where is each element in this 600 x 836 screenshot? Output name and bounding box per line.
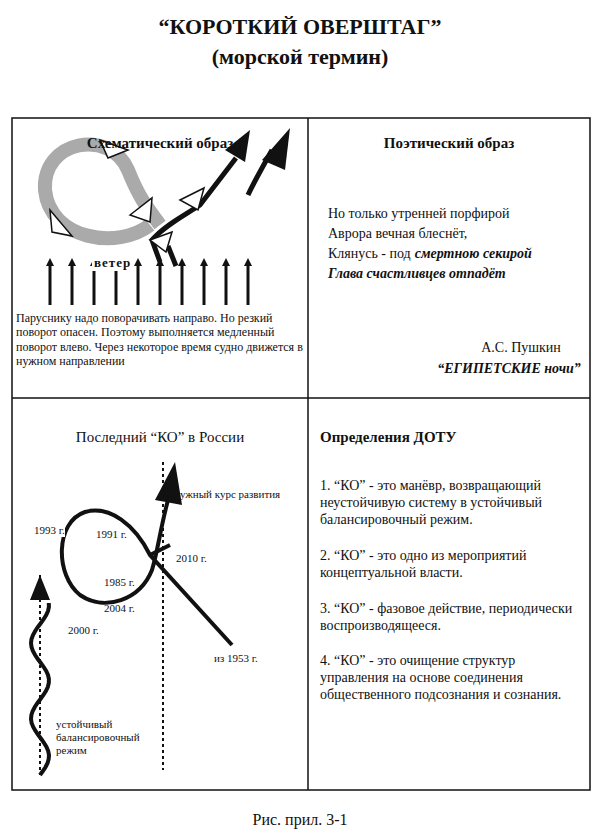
cell-heading: Определения ДОТУ (320, 428, 580, 446)
table-cell: Определения ДОТУ 1. “КО” - это манёвр, во… (308, 398, 590, 790)
cell-heading: Схематический образ (12, 134, 308, 152)
wind-arrow (71, 262, 74, 305)
poem-author: А.С. Пушкин (458, 340, 584, 357)
definition: 4. “КО” - это очищение структур управлен… (320, 653, 582, 703)
year-label: 2004 г. (104, 602, 135, 615)
course-label: нужный курс развития (174, 488, 280, 501)
year-label: 2010 г. (176, 552, 207, 565)
table-grid (12, 118, 590, 790)
year-label: из 1953 г. (214, 652, 258, 665)
poem-line: смертною секирой (415, 246, 532, 263)
cell-heading: Последний “КО” в России (12, 428, 308, 446)
table-cell: Поэтический образ Но только утренней порф… (308, 118, 590, 398)
wind-arrow (159, 262, 162, 305)
year-label: 1985 г. (104, 576, 135, 589)
cell-body: Паруснику надо поворачивать направо. Но … (16, 311, 306, 369)
poem-line: Глава счастливцев отпадёт (328, 266, 506, 283)
poem-line: Но только утренней порфирой (328, 206, 510, 223)
definition: 3. “КО” - фазовое действие, периодически… (320, 601, 582, 635)
wind-label: ветер (92, 255, 133, 271)
definition: 2. “КО” - это одно из мероприятий концеп… (320, 548, 582, 582)
year-label: 1991 г. (96, 528, 127, 541)
poem-source: “ЕГИПЕТСКИЕ ночи” (434, 361, 584, 378)
regime-label: устойчивый балансировочный режим (56, 718, 166, 758)
wind-arrow (181, 262, 184, 305)
definition: 1. “КО” - это манёвр, возвращающий неуст… (320, 478, 582, 528)
table-cell: Схематический образПаруснику надо повора… (12, 118, 308, 398)
year-label: 1993 г. (34, 524, 65, 537)
wind-arrow (203, 262, 206, 305)
wind-arrow (49, 262, 52, 305)
wind-arrows (50, 262, 248, 305)
wind-arrow (137, 262, 140, 305)
poem-line: Аврора вечная блеснёт, (328, 226, 467, 243)
title: “КОРОТКИЙ ОВЕРШТАГ” (морской термин) (150, 12, 450, 71)
wind-arrow (247, 262, 250, 305)
wind-arrow (225, 262, 228, 305)
year-label: 2000 г. (68, 624, 99, 637)
caption: Рис. прил. 3-1 (200, 810, 400, 829)
cell-heading: Поэтический образ (308, 134, 590, 152)
poem-line: Клянусь - под (328, 246, 411, 263)
russia-course (30, 462, 232, 775)
